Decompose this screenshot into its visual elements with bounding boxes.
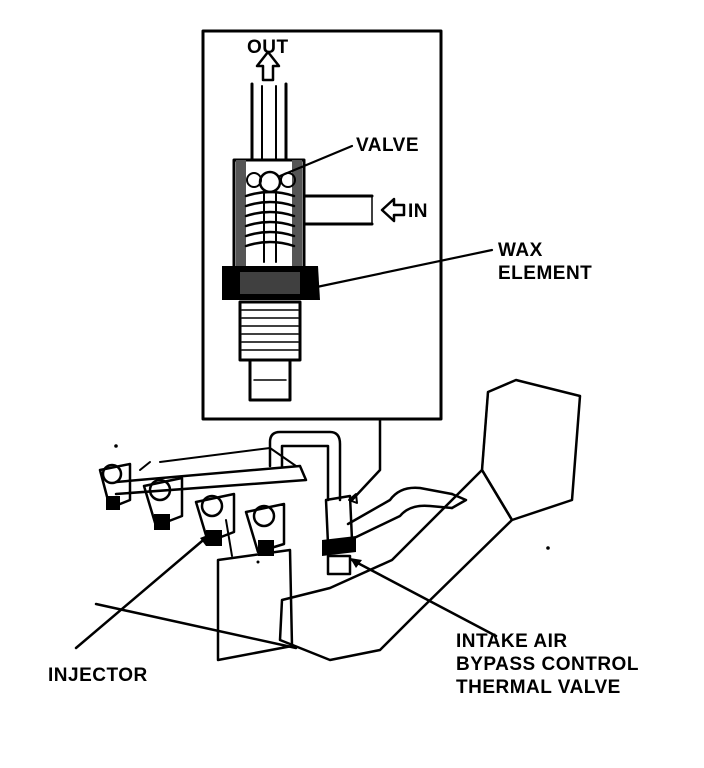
thermal-valve-leader [350, 558, 498, 638]
valve-leader [278, 144, 354, 178]
inlet-tube [302, 194, 374, 226]
label-element: ELEMENT [498, 263, 593, 284]
label-in: IN [408, 201, 428, 222]
inset-detail [201, 29, 494, 421]
in-arrow [380, 197, 406, 223]
label-wax: WAX [498, 240, 543, 261]
label-out: OUT [247, 37, 289, 58]
inset-callout-line [350, 418, 382, 502]
wax-element [222, 266, 320, 300]
injector-leader [74, 534, 210, 650]
valve-head [258, 170, 282, 194]
label-bypass-control: BYPASS CONTROL [456, 654, 639, 675]
label-injector: INJECTOR [48, 665, 148, 686]
wax-leader [310, 248, 494, 290]
out-arrow [255, 50, 281, 82]
label-intake-air: INTAKE AIR [456, 631, 568, 652]
injector-4 [244, 502, 286, 556]
injector-2 [142, 476, 184, 530]
thermal-valve-main [322, 494, 356, 576]
inset-frame [201, 29, 443, 421]
intake-duct [278, 378, 582, 662]
injector-1 [98, 462, 132, 510]
label-valve: VALVE [356, 135, 420, 156]
bypass-hoses [268, 430, 468, 542]
label-thermal-valve: THERMAL VALVE [456, 677, 621, 698]
spring [244, 190, 296, 248]
